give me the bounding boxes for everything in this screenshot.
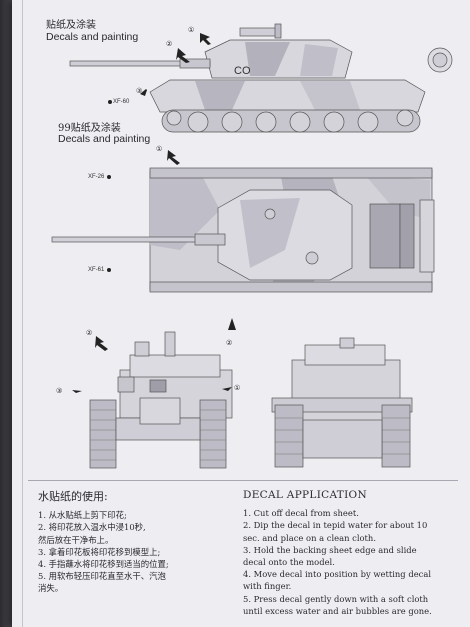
instructions-en-step: sec. and place on a clean cloth. <box>243 532 376 543</box>
instructions-cn-step: 4. 手指蘸水将印花移到适当的位置; <box>38 559 169 570</box>
front-view-tank <box>89 331 233 469</box>
instructions-cn-step: 1. 从水贴纸上剪下印花; <box>38 510 127 521</box>
instructions-cn-step: 2. 将印花放入温水中浸10秒, <box>38 522 146 533</box>
top-callout-labels: ① ② <box>156 145 232 347</box>
instructions-en-heading: DECAL APPLICATION <box>243 489 367 501</box>
instructions-cn-step: 5. 用软布轻压印花直至水干、汽泡 <box>38 571 166 582</box>
front-callouts <box>72 336 232 393</box>
instructions-cn: 水贴纸的使用: 1. 从水贴纸上剪下印花; 2. 将印花放入温水中浸10秒, 然… <box>38 490 169 595</box>
instructions-en-step: 3. Hold the backing sheet edge and slide <box>243 544 417 555</box>
instructions-en-step: decal onto the model. <box>243 557 335 568</box>
tank-drawings: CO ① ② ③ <box>51 23 453 469</box>
instructions-cn-step: 消失。 <box>38 583 64 594</box>
instructions-en-step: 1. Cut off decal from sheet. <box>243 508 359 519</box>
section-divider <box>28 480 458 481</box>
svg-text:③: ③ <box>136 87 142 95</box>
decal-code-top-lower: XF-61 <box>88 267 105 273</box>
instructions-cn-step: 然后放在干净布上。 <box>38 534 114 545</box>
side-view-tank <box>69 23 453 133</box>
instructions-en-step: 5. Press decal gently down with a soft c… <box>243 593 429 604</box>
instructions-cn-step: 3. 拿着印花板将印花移到模型上; <box>38 546 161 557</box>
middle-section-title-en: Decals and painting <box>58 133 151 145</box>
instructions-en-step: with finger. <box>243 581 292 592</box>
front-callout-labels: ② ③ ① <box>56 329 240 395</box>
hull-marking: CO <box>234 65 251 77</box>
instructions-en-step: until excess water and air bubbles are g… <box>243 605 432 616</box>
svg-text:①: ① <box>188 26 194 34</box>
top-section-title-cn: 贴纸及涂装 <box>46 20 96 31</box>
top-view-tank <box>51 167 435 293</box>
svg-text:②: ② <box>86 329 92 337</box>
svg-text:②: ② <box>166 40 172 48</box>
decal-code-side: XF-60 <box>113 99 130 105</box>
svg-text:③: ③ <box>56 387 62 395</box>
rear-view-tank <box>271 337 413 468</box>
middle-section-title-cn: 99贴纸及涂装 <box>58 123 121 134</box>
top-callouts <box>107 150 236 330</box>
svg-text:①: ① <box>156 145 162 153</box>
instructions-en-step: 4. Move decal into position by wetting d… <box>243 569 432 580</box>
side-callout-labels: ① ② ③ <box>136 26 194 95</box>
instructions-en: DECAL APPLICATION 1. Cut off decal from … <box>243 489 432 617</box>
svg-text:②: ② <box>226 339 232 347</box>
decal-code-top-upper: XF-26 <box>88 174 105 180</box>
instructions-en-step: 2. Dip the decal in tepid water for abou… <box>243 520 428 531</box>
svg-text:①: ① <box>234 384 240 392</box>
side-callouts <box>108 33 211 104</box>
top-section-title-en: Decals and painting <box>46 31 139 43</box>
fold-line <box>22 0 23 627</box>
instructions-cn-heading: 水贴纸的使用: <box>38 490 108 503</box>
